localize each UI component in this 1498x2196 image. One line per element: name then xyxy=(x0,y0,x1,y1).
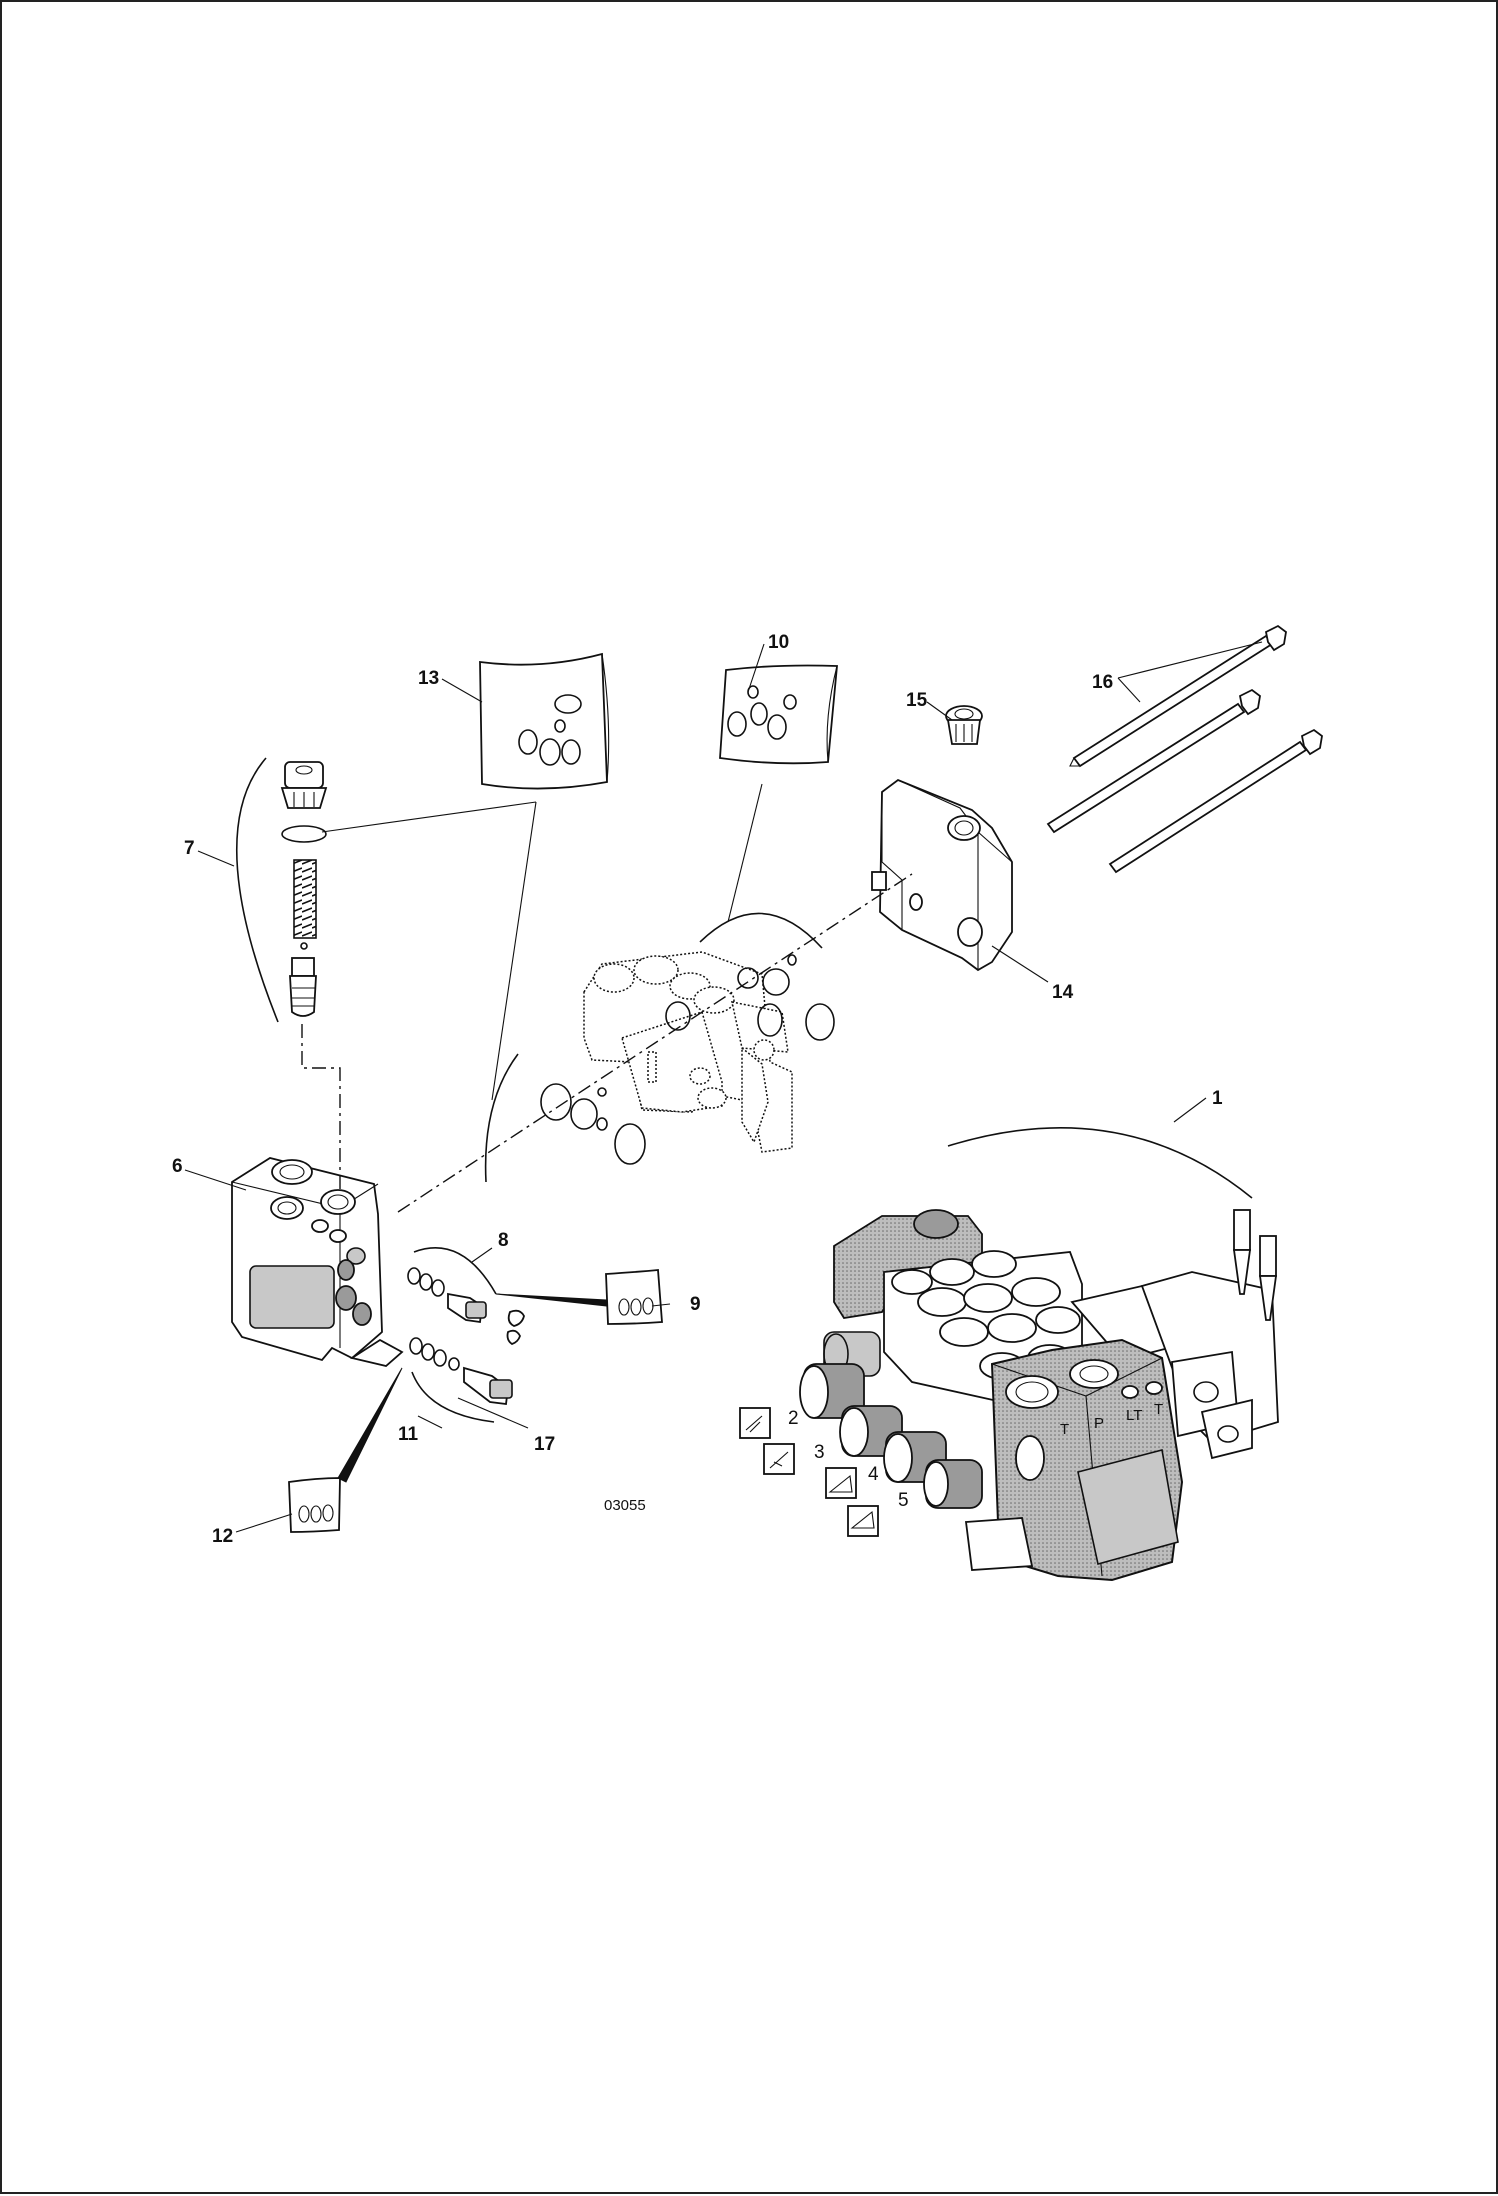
callout-7: 7 xyxy=(184,838,195,859)
port-relief-valve-17 xyxy=(409,1337,513,1406)
assembled-control-valve-1: T P LT T xyxy=(799,1209,1279,1582)
callout-5: 5 xyxy=(898,1490,909,1511)
seal-kit-bag-12 xyxy=(288,1477,341,1533)
port-mark-p: P xyxy=(1094,1415,1104,1432)
leader-lines xyxy=(184,641,1263,1533)
callout-labels: 1 2 3 4 5 6 7 8 9 10 11 12 13 14 15 16 1… xyxy=(172,632,1223,1547)
port-mark-t: T xyxy=(1060,1421,1069,1438)
callout-3: 3 xyxy=(814,1442,825,1463)
callout-2: 2 xyxy=(788,1408,799,1429)
callout-1: 1 xyxy=(1212,1088,1223,1109)
drawing-number: 03055 xyxy=(604,1497,646,1514)
inlet-section-6 xyxy=(231,1157,404,1367)
callout-4: 4 xyxy=(868,1464,879,1485)
tie-rods-16 xyxy=(1046,624,1323,874)
plug-15 xyxy=(945,705,983,745)
callout-17: 17 xyxy=(534,1434,555,1455)
callout-15: 15 xyxy=(906,690,928,711)
function-pictograms xyxy=(739,1407,879,1537)
callout-9: 9 xyxy=(690,1294,701,1315)
port-mark-lt: LT xyxy=(1126,1407,1142,1424)
callout-11: 11 xyxy=(398,1424,419,1445)
callout-16: 16 xyxy=(1092,672,1113,693)
callout-8: 8 xyxy=(498,1230,509,1251)
assembly-center-lines xyxy=(301,873,913,1213)
seal-kit-bag-10 xyxy=(719,664,838,765)
callout-13: 13 xyxy=(418,668,439,689)
work-section xyxy=(583,951,793,1153)
outlet-section-14 xyxy=(871,778,1013,972)
callout-14: 14 xyxy=(1052,982,1074,1003)
kit-bracket-arcs xyxy=(235,757,1253,1423)
relief-valve-cartridge-7 xyxy=(280,761,328,1017)
spool-caps xyxy=(799,1331,983,1509)
port-relief-valve-8 xyxy=(407,1267,525,1345)
callout-6: 6 xyxy=(172,1156,183,1177)
callout-12: 12 xyxy=(212,1526,233,1547)
seal-kit-bag-9 xyxy=(605,1269,663,1325)
callout-10: 10 xyxy=(768,632,789,653)
port-mark-t2: T xyxy=(1154,1401,1163,1418)
seal-kit-bag-13 xyxy=(479,652,610,790)
work-section-o-rings xyxy=(540,954,835,1165)
